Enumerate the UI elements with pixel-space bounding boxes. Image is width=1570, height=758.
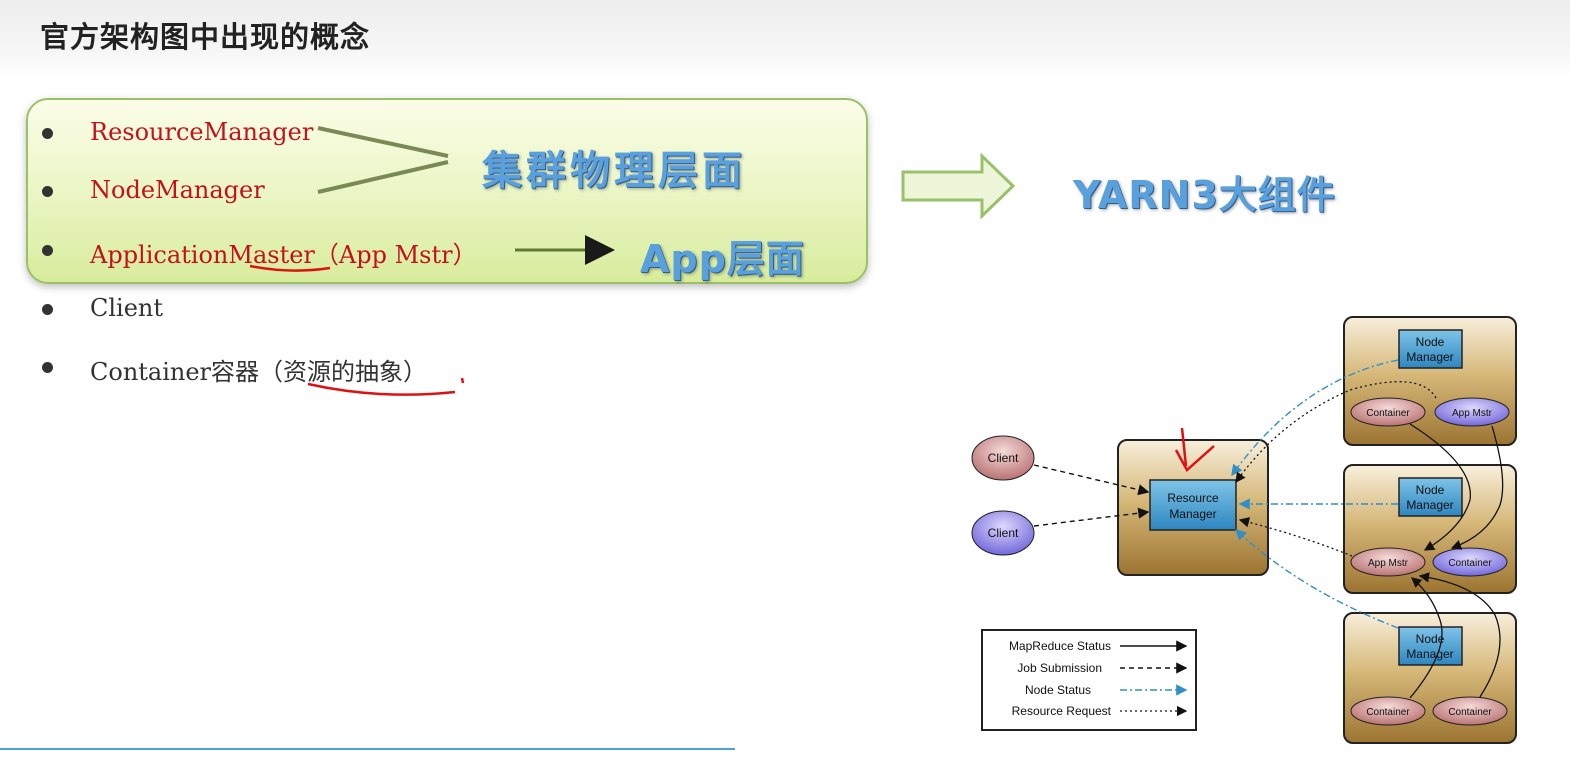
- nm2-line1: Node: [1416, 483, 1445, 497]
- job-submission-arrow-1: [1033, 464, 1150, 496]
- bullet-icon: [42, 186, 53, 197]
- rm-label-line1: Resource: [1167, 491, 1219, 505]
- nm1-line2: Manager: [1406, 350, 1453, 364]
- legend-job-submission: Job Submission: [1017, 661, 1102, 675]
- container-ellipse-3: [1350, 696, 1426, 726]
- underline-master: [249, 264, 331, 272]
- mapreduce-status-arrow-1: [1409, 423, 1471, 551]
- bullet-icon: [42, 128, 53, 139]
- underline-resource: [307, 377, 465, 396]
- app-level-label: App层面: [640, 237, 805, 281]
- client-label-1: Client: [988, 451, 1019, 465]
- client-ellipse-1: [971, 435, 1035, 481]
- nm3-line2: Manager: [1406, 647, 1453, 661]
- legend-node-status: Node Status: [1025, 683, 1091, 697]
- cluster-level-label: 集群物理层面: [482, 148, 746, 194]
- app-mstr-label-1: App Mstr: [1452, 408, 1493, 419]
- node-manager-box-1: [1398, 329, 1463, 369]
- block-arrow-icon: [901, 152, 1016, 220]
- page-title: 官方架构图中出现的概念: [40, 20, 371, 54]
- container-label-1: Container: [1366, 408, 1410, 419]
- bullet-icon: [42, 245, 53, 256]
- rm-label-line2: Manager: [1169, 507, 1216, 521]
- merge-arrow: [317, 126, 449, 194]
- nm2-line2: Manager: [1406, 498, 1453, 512]
- client-ellipse-2: [971, 510, 1035, 556]
- container-label-2: Container: [1448, 558, 1492, 569]
- app-mstr-label-2: App Mstr: [1368, 558, 1409, 569]
- nm1-line1: Node: [1416, 335, 1445, 349]
- node-manager-box-2: [1398, 477, 1463, 517]
- highlight-box: [26, 98, 868, 284]
- list-item-application-master: ApplicationMaster（App Mstr）: [90, 241, 477, 269]
- mapreduce-status-arrow-3: [1409, 577, 1443, 699]
- node-status-arrow-3: [1234, 529, 1399, 629]
- list-item-resource-manager: ResourceManager: [90, 118, 314, 146]
- bullet-icon: [42, 304, 53, 315]
- job-submission-arrow-2: [1033, 507, 1150, 527]
- app-mstr-ellipse-1: [1434, 397, 1510, 427]
- list-item-client: Client: [90, 294, 164, 322]
- mapreduce-status-arrow-2: [1450, 425, 1504, 550]
- legend-mapreduce-status: MapReduce Status: [1009, 639, 1111, 653]
- list-item-container: Container容器（资源的抽象）: [90, 358, 428, 386]
- resource-request-arrow-1: [1235, 381, 1437, 484]
- progress-line: [0, 748, 735, 750]
- resource-manager-box: [1149, 479, 1237, 531]
- container-ellipse-1: [1350, 397, 1426, 427]
- yarn-architecture-diagram: Resource Manager Node Manager Container …: [971, 316, 1517, 744]
- client-label-2: Client: [988, 526, 1019, 540]
- legend-resource-request: Resource Request: [1012, 704, 1112, 718]
- red-check-mark: [1174, 427, 1215, 472]
- app-mstr-ellipse-2: [1350, 547, 1426, 577]
- node-manager-box-3: [1398, 626, 1463, 666]
- container-label-4: Container: [1448, 707, 1492, 718]
- title-bar: [0, 0, 1570, 78]
- container-label-3: Container: [1366, 707, 1410, 718]
- list-item-node-manager: NodeManager: [90, 176, 265, 204]
- container-ellipse-4: [1432, 696, 1508, 726]
- mapreduce-status-arrow-4: [1418, 572, 1501, 698]
- bullet-icon: [42, 362, 53, 373]
- container-ellipse-2: [1432, 547, 1508, 577]
- yarn-label: YARN3大组件: [1073, 173, 1336, 217]
- nm3-line1: Node: [1416, 632, 1445, 646]
